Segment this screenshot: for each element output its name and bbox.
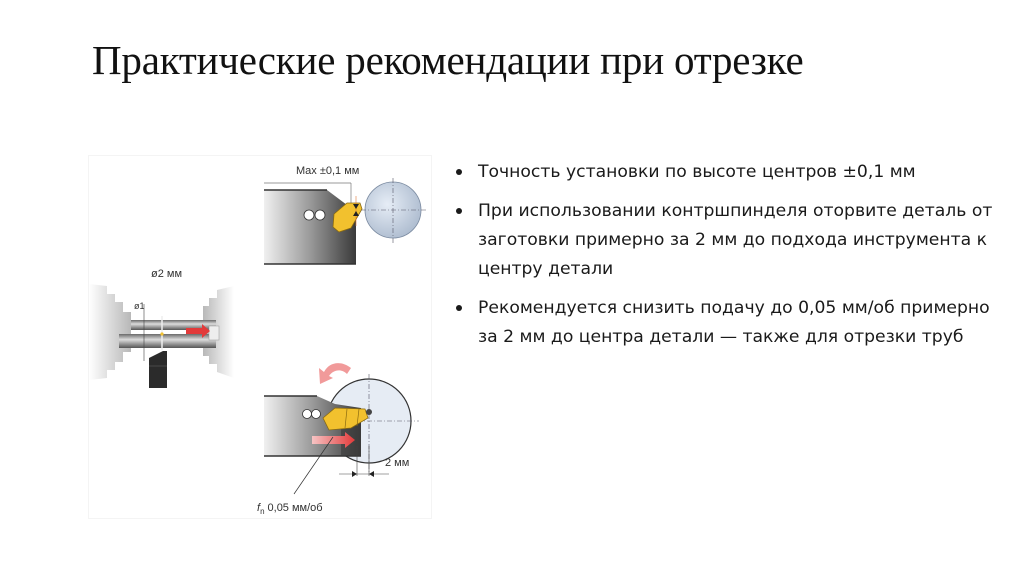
- bullet-text: Рекомендуется снизить подачу до 0,05 мм/…: [478, 298, 990, 347]
- top-detail: Max ±0,1 мм: [264, 165, 427, 265]
- recommendations-list: Точность установки по высоте центров ±0,…: [456, 158, 996, 362]
- small-diameter-label: ø1: [134, 301, 145, 311]
- diameter-label: ø2 мм: [151, 268, 182, 280]
- center-height-label: Max ±0,1 мм: [296, 165, 359, 177]
- feed-arrow-icon: [312, 432, 355, 448]
- bullet-item: Рекомендуется снизить подачу до 0,05 мм/…: [456, 294, 996, 352]
- bullet-icon: [456, 169, 462, 175]
- feed-direction-arrow-icon: [186, 324, 210, 338]
- distance-label: 2 мм: [385, 457, 409, 469]
- bullet-icon: [456, 208, 462, 214]
- insert-icon: [332, 202, 363, 233]
- bullet-icon: [456, 305, 462, 311]
- bullet-item: Точность установки по высоте центров ±0,…: [456, 158, 996, 187]
- parting-off-diagram: Max ±0,1 мм ø2 мм ø1: [88, 155, 432, 519]
- bullet-text: При использовании контршпинделя оторвите…: [478, 201, 993, 279]
- rotation-arrow-icon: [319, 363, 351, 384]
- bullet-item: При использовании контршпинделя оторвите…: [456, 197, 996, 284]
- slide-title: Практические рекомендации при отрезке: [92, 37, 804, 83]
- insert-icon: [322, 407, 369, 431]
- lathe-overview: ø2 мм ø1: [89, 268, 234, 388]
- bullet-text: Точность установки по высоте центров ±0,…: [478, 162, 916, 182]
